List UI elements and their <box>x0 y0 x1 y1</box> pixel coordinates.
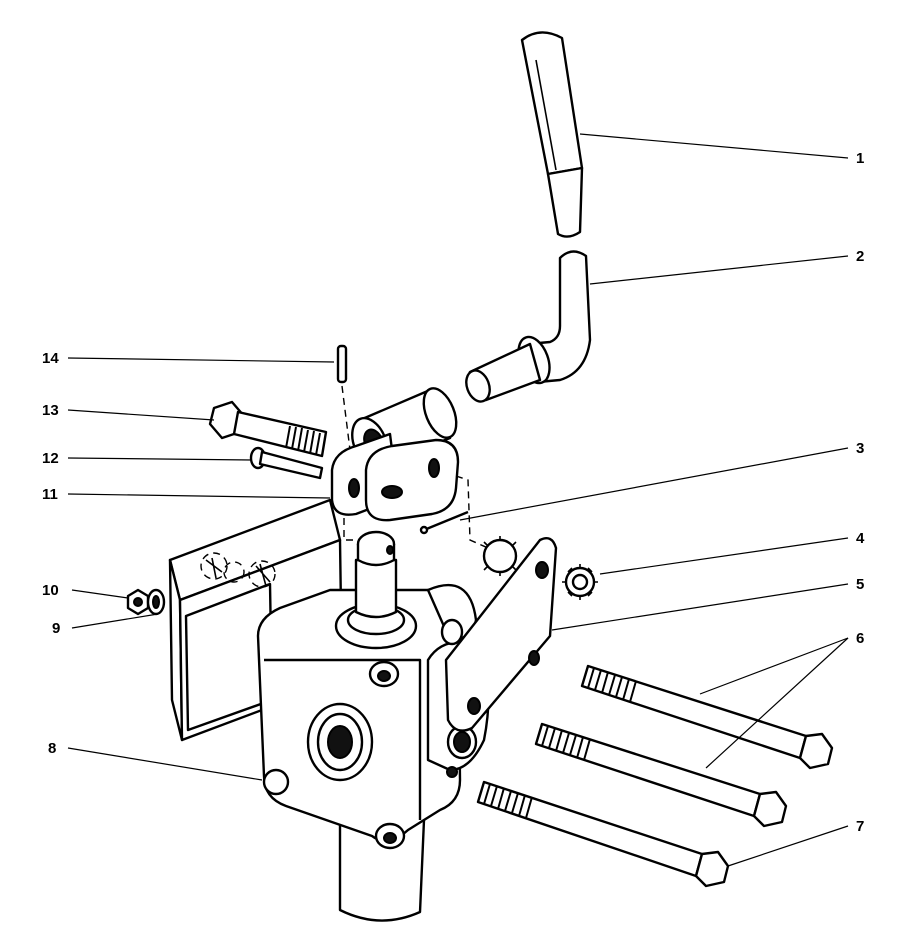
part-6-bolt-middle <box>534 722 788 828</box>
callout-1: 1 <box>856 150 864 167</box>
callout-10: 10 <box>42 582 59 599</box>
part-6-bolt-upper <box>580 664 834 770</box>
part-2-lever-rod <box>465 250 592 403</box>
callout-7: 7 <box>856 818 864 835</box>
part-3-cotter-pin <box>419 510 469 535</box>
part-13-large-bolt <box>208 400 328 458</box>
callout-2: 2 <box>856 248 864 265</box>
part-9-washer <box>146 588 166 616</box>
callout-6: 6 <box>856 630 864 647</box>
callout-13: 13 <box>42 402 59 419</box>
part-4-castle-nut <box>482 536 598 600</box>
part-8-valve-body <box>256 530 490 922</box>
leader-lines <box>67 133 849 867</box>
callout-8: 8 <box>48 740 56 757</box>
callout-11: 11 <box>42 486 58 503</box>
callout-4: 4 <box>856 530 865 547</box>
callout-14: 14 <box>42 350 59 367</box>
callout-labels: 1 2 3 4 5 6 7 8 9 10 11 12 13 14 <box>42 150 865 835</box>
callout-9: 9 <box>52 620 60 637</box>
part-14-pin <box>336 344 351 451</box>
callout-12: 12 <box>42 450 59 467</box>
part-10-nut <box>126 588 150 616</box>
part-7-bolt <box>476 780 730 888</box>
part-12-small-bolt <box>249 446 324 480</box>
part-11-clevis-links <box>330 432 460 522</box>
callout-3: 3 <box>856 440 864 457</box>
part-5-plate-bracket <box>444 537 558 732</box>
callout-5: 5 <box>856 576 864 593</box>
part-1-handle-grip <box>520 31 584 238</box>
